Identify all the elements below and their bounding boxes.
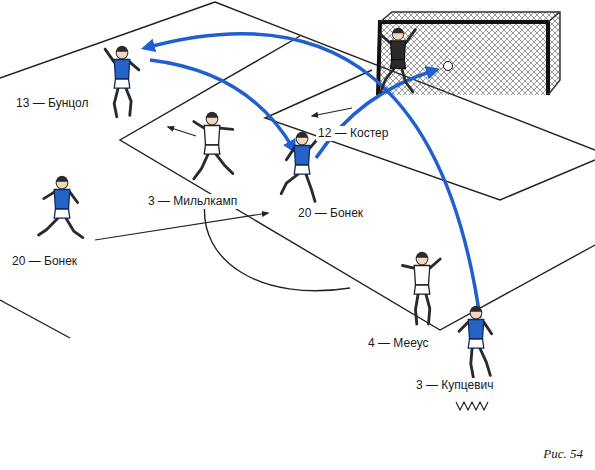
kick-mark <box>456 402 488 410</box>
player-figure <box>39 176 83 238</box>
player-label: 13 — Бунцол <box>14 96 90 111</box>
player-label: 20 — Бонек <box>296 206 365 221</box>
pass-arrows <box>145 34 480 318</box>
goal <box>378 12 560 95</box>
figure-caption: Рис. 54 <box>543 446 583 462</box>
player-figure <box>459 306 492 378</box>
player-figure <box>403 252 441 324</box>
player-label: 3 — Мильлкамп <box>146 194 239 209</box>
goalkeeper-figure <box>381 28 416 92</box>
pitch-lines <box>0 2 595 338</box>
player-label: 20 — Бонек <box>10 254 79 269</box>
player-label: 12 — Костер <box>316 126 390 141</box>
player-figure <box>194 112 233 179</box>
player-label: 3 — Купцевич <box>414 378 496 393</box>
player-figure <box>281 132 317 202</box>
player-figure <box>105 46 139 117</box>
player-label: 4 — Мееус <box>366 336 431 351</box>
